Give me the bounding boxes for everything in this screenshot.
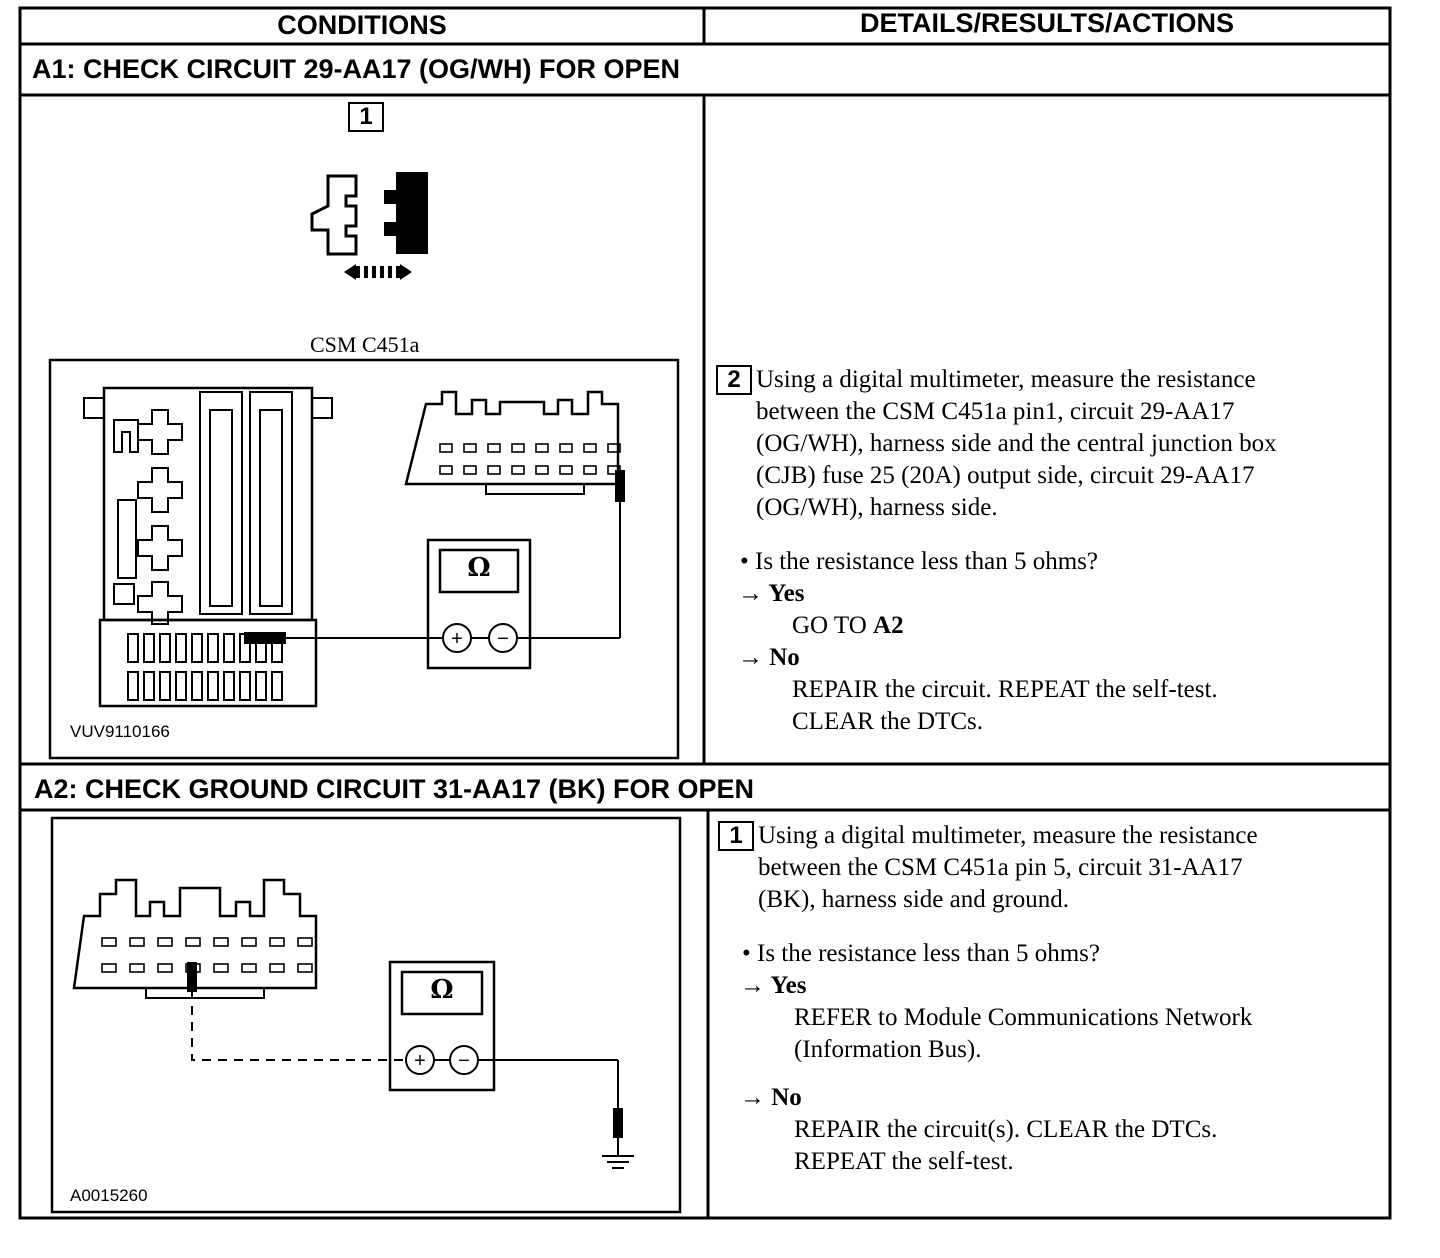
action-line: (Information Bus).: [794, 1036, 982, 1063]
instruction-line: (OG/WH), harness side and the central ju…: [756, 430, 1277, 457]
figure-id: A0015260: [70, 1186, 148, 1205]
a2-yes-label: → Yes: [740, 972, 807, 999]
svg-text:−: −: [458, 1050, 470, 1072]
a2-no-label: → No: [740, 1084, 802, 1111]
svg-text:+: +: [414, 1050, 426, 1072]
a2-no-action: REPAIR the circuit(s). CLEAR the DTCs. R…: [794, 1114, 1217, 1178]
instruction-line: (BK), harness side and ground.: [758, 886, 1070, 913]
instruction-line: Using a digital multimeter, measure the …: [756, 366, 1256, 393]
action-line: REPAIR the circuit. REPEAT the self-test…: [792, 676, 1218, 703]
details-header: DETAILS/RESULTS/ACTIONS: [859, 8, 1234, 38]
action-line: REPAIR the circuit(s). CLEAR the DTCs.: [794, 1116, 1218, 1143]
action-line: REPEAT the self-test.: [794, 1148, 1014, 1175]
a2-title: A2: CHECK GROUND CIRCUIT 31-AA17 (BK) FO…: [34, 774, 755, 804]
a1-yes-label: → Yes: [738, 580, 805, 607]
a1-title: A1: CHECK CIRCUIT 29-AA17 (OG/WH) FOR OP…: [32, 54, 681, 84]
a1-question: • Is the resistance less than 5 ohms?: [740, 548, 1098, 575]
svg-text:+: +: [451, 628, 463, 650]
action-text: GO TO: [792, 612, 874, 639]
a1-no-action: REPAIR the circuit. REPEAT the self-test…: [792, 674, 1218, 738]
action-line: CLEAR the DTCs.: [792, 708, 983, 735]
svg-text:−: −: [497, 628, 509, 650]
instruction-line: (OG/WH), harness side.: [756, 494, 998, 521]
goto-target: A2: [873, 612, 904, 639]
ohm-symbol: Ω: [430, 975, 454, 1005]
step-number: 2: [716, 365, 752, 395]
instruction-line: Using a digital multimeter, measure the …: [758, 822, 1258, 849]
step-number: 1: [348, 102, 384, 132]
ohm-symbol: Ω: [467, 553, 491, 583]
conditions-header: CONDITIONS: [277, 10, 447, 40]
a1-no-label: → No: [738, 644, 800, 671]
instruction-line: between the CSM C451a pin1, circuit 29-A…: [756, 398, 1235, 425]
a2-yes-action: REFER to Module Communications Network (…: [794, 1002, 1252, 1066]
connector-label: CSM C451a: [310, 332, 420, 357]
step-number: 1: [718, 821, 754, 851]
instruction-line: between the CSM C451a pin 5, circuit 31-…: [758, 854, 1243, 881]
a2-question: • Is the resistance less than 5 ohms?: [742, 940, 1100, 967]
a1-yes-action: GO TO A2: [792, 610, 904, 642]
instruction-line: (CJB) fuse 25 (20A) output side, circuit…: [756, 462, 1255, 489]
a1-step1-badge: 1: [348, 102, 384, 132]
action-line: REFER to Module Communications Network: [794, 1004, 1253, 1031]
figure-id: VUV9110166: [70, 722, 170, 741]
